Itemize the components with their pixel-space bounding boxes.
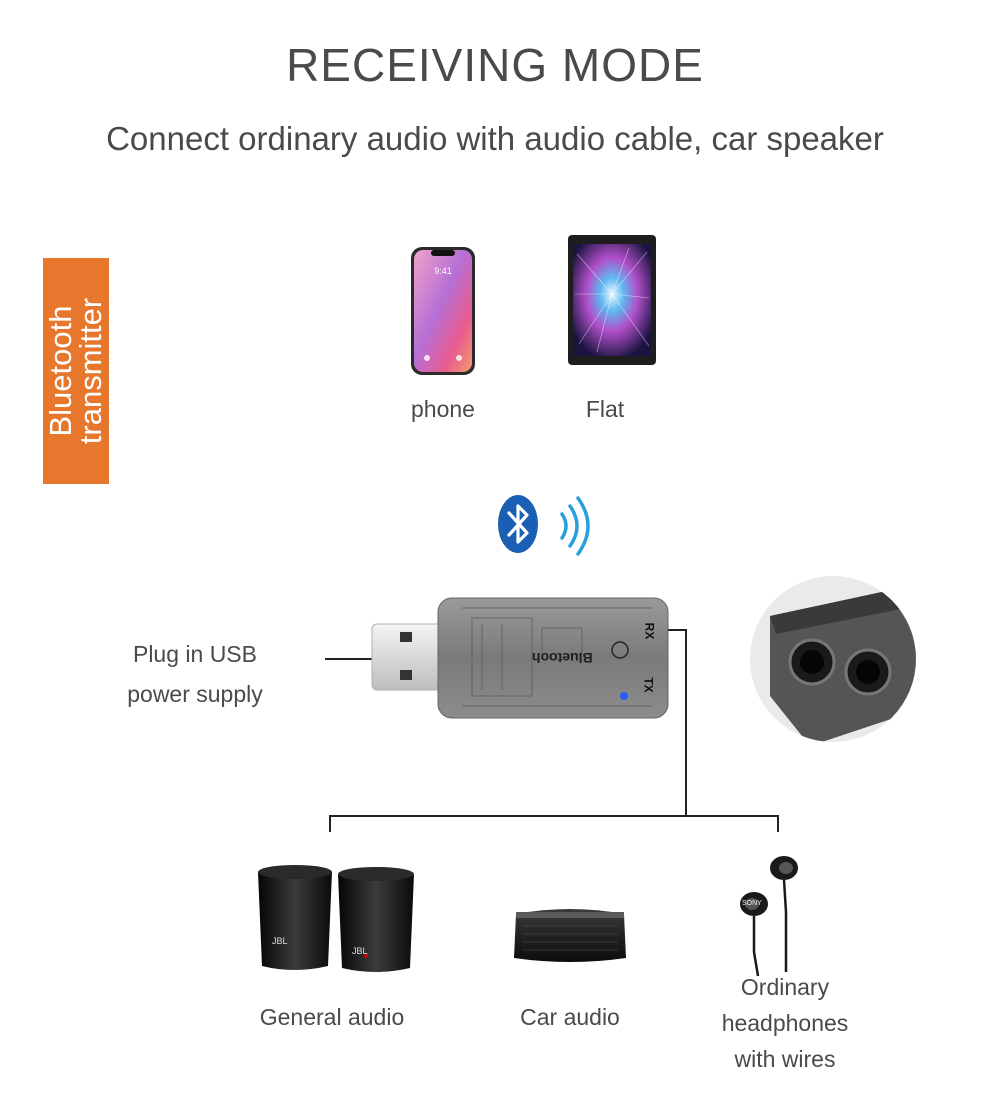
output-label-headphones: Ordinary headphones with wires — [680, 969, 890, 1077]
speakers-icon — [258, 865, 414, 972]
source-label-phone: phone — [411, 396, 475, 422]
adapter-label-line2: power supply — [127, 681, 263, 707]
tablet-icon — [568, 235, 656, 365]
bluetooth-icon — [498, 495, 538, 553]
speaker-brand-right: JBL — [352, 946, 368, 956]
page-subtitle: Connect ordinary audio with audio cable,… — [106, 120, 884, 157]
output-label-headphones-line3: with wires — [734, 1046, 836, 1072]
wireless-wave-icon — [560, 496, 590, 556]
smartphone-icon — [411, 247, 475, 375]
adapter-leader-line — [325, 658, 373, 660]
output-label-headphones-line1: Ordinary — [740, 974, 830, 1000]
output-label-general-audio: General audio — [259, 1004, 405, 1030]
usb-adapter-icon — [371, 597, 669, 719]
earphone-brand: SONY — [742, 900, 762, 907]
adapter-label: Plug in USB power supply — [100, 634, 290, 714]
phone-screen-time: 9:41 — [434, 266, 452, 276]
port-closeup-icon — [750, 576, 916, 742]
source-label-flat: Flat — [585, 396, 625, 422]
output-label-headphones-line2: headphones — [721, 1010, 849, 1036]
speaker-brand-left: JBL — [272, 936, 288, 946]
adapter-label-line1: Plug in USB — [132, 641, 257, 667]
output-label-car-audio: Car audio — [520, 1004, 620, 1030]
side-tag: Bluetooth transmitter — [43, 258, 109, 484]
page-title: RECEIVING MODE — [286, 39, 704, 91]
car-audio-icon — [514, 909, 626, 962]
earphones-icon — [740, 856, 798, 977]
